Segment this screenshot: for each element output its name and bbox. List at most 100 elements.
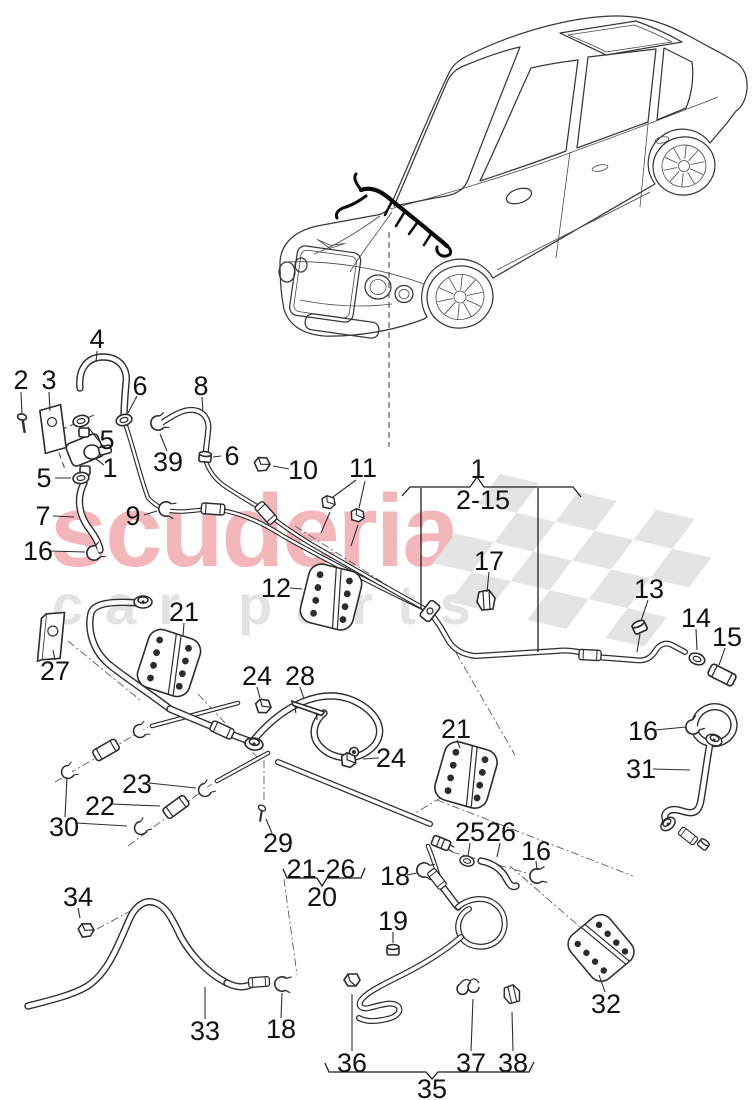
inline-connector-icon xyxy=(208,719,236,741)
callout-21: 21 xyxy=(169,597,199,627)
washer-icon xyxy=(458,853,476,869)
callout-25: 25 xyxy=(455,817,485,847)
banjo-fitting-icon xyxy=(243,735,265,753)
flag-cell xyxy=(650,548,712,588)
callout-18: 18 xyxy=(266,1014,296,1044)
hose-clamp-icon xyxy=(130,720,152,741)
t-fitting-icon xyxy=(419,599,441,623)
group-brackets xyxy=(282,475,582,1080)
hose-coupler-icon xyxy=(90,737,122,763)
callout-16: 16 xyxy=(23,536,53,566)
hose-clamp-icon xyxy=(527,865,549,886)
callout-27: 27 xyxy=(40,656,70,686)
callout-36: 36 xyxy=(337,1048,367,1078)
retaining-clip-icon xyxy=(76,920,97,940)
callout-13: 13 xyxy=(634,574,664,604)
callout-28: 28 xyxy=(285,661,315,691)
callout-18: 18 xyxy=(380,861,410,891)
callout-21-26: 21-26 xyxy=(286,854,355,884)
car-illustration xyxy=(278,15,748,447)
inline-connector-icon xyxy=(247,975,271,989)
callout-30: 30 xyxy=(49,812,79,842)
callout-5: 5 xyxy=(99,425,114,455)
mounting-bracket-icon xyxy=(36,611,66,663)
flag-cell xyxy=(527,590,589,629)
callout-20: 20 xyxy=(307,882,337,912)
callout-3: 3 xyxy=(41,365,56,395)
flag-cell xyxy=(510,551,573,591)
callout-9: 9 xyxy=(125,501,140,531)
retaining-clip-icon xyxy=(252,454,272,474)
clip-rail-icon xyxy=(290,699,326,720)
callout-1: 1 xyxy=(470,454,485,484)
callout-11: 11 xyxy=(349,453,377,483)
vacuum-valve-assembly xyxy=(13,403,113,476)
hose-coupler-icon xyxy=(161,793,191,821)
callout-32: 32 xyxy=(591,989,621,1019)
washer-icon xyxy=(114,411,134,429)
inline-connector-icon xyxy=(676,825,700,847)
callout-10: 10 xyxy=(288,455,318,485)
callout-34: 34 xyxy=(63,882,93,912)
union-nut-icon xyxy=(696,836,712,852)
callout-2-15: 2-15 xyxy=(456,485,510,515)
threaded-tip-icon xyxy=(429,834,457,854)
washer-icon xyxy=(686,650,708,668)
screw-icon xyxy=(251,802,269,823)
callout-37: 37 xyxy=(456,1048,486,1078)
callout-31: 31 xyxy=(626,754,656,784)
callout-26: 26 xyxy=(486,817,516,847)
callout-5: 5 xyxy=(36,463,51,493)
callout-21: 21 xyxy=(441,714,471,744)
callout-39: 39 xyxy=(153,447,183,477)
callout-8: 8 xyxy=(193,371,208,401)
banjo-fitting-icon xyxy=(133,595,153,609)
hose-coupler-icon xyxy=(706,662,738,688)
callout-29: 29 xyxy=(263,828,293,858)
hose-clamp-icon xyxy=(273,974,293,994)
flag-cell xyxy=(633,509,695,549)
double-clip-icon xyxy=(456,978,480,996)
callout-23: 23 xyxy=(122,769,152,799)
inline-connector-icon xyxy=(578,648,602,662)
watermark: scuderia car parts xyxy=(50,473,712,647)
highlighted-hose-harness xyxy=(334,172,453,258)
callout-16: 16 xyxy=(521,836,551,866)
callout-6: 6 xyxy=(132,371,147,401)
callout-7: 7 xyxy=(35,501,50,531)
callout-38: 38 xyxy=(498,1048,528,1078)
flag-cell xyxy=(588,569,651,609)
car-headlights xyxy=(278,257,414,304)
fittings-and-clips xyxy=(36,411,738,1006)
grommet-icon xyxy=(386,943,400,956)
washer-icon xyxy=(71,413,91,429)
side-mirror xyxy=(505,187,533,205)
flag-cell xyxy=(572,530,634,570)
callout-16: 16 xyxy=(628,716,658,746)
callout-1: 1 xyxy=(102,453,117,483)
callout-19: 19 xyxy=(378,906,408,936)
callout-2: 2 xyxy=(13,365,28,395)
perforated-plate-icon xyxy=(562,908,640,988)
callout-22: 22 xyxy=(85,791,115,821)
callout-12: 12 xyxy=(261,573,291,603)
callout-33: 33 xyxy=(190,1016,220,1046)
callout-17: 17 xyxy=(474,546,504,576)
hose-clamp-icon xyxy=(130,816,153,839)
car-grille xyxy=(288,239,362,323)
hose-clamp-icon xyxy=(194,778,217,801)
exploded-diagram: 234685139657916101112-151217131415163127… xyxy=(13,324,742,1100)
flag-cell xyxy=(494,512,556,552)
callout-14: 14 xyxy=(681,603,711,633)
car-lower-intake xyxy=(304,313,380,339)
car-rear-wheel xyxy=(652,136,716,196)
callout-15: 15 xyxy=(712,622,742,652)
watermark-brand-text: scuderia xyxy=(50,473,460,588)
callout-35: 35 xyxy=(417,1074,447,1100)
screw-icon xyxy=(13,411,30,435)
callout-leader-lines xyxy=(20,350,726,1052)
union-nut-icon xyxy=(197,450,213,464)
